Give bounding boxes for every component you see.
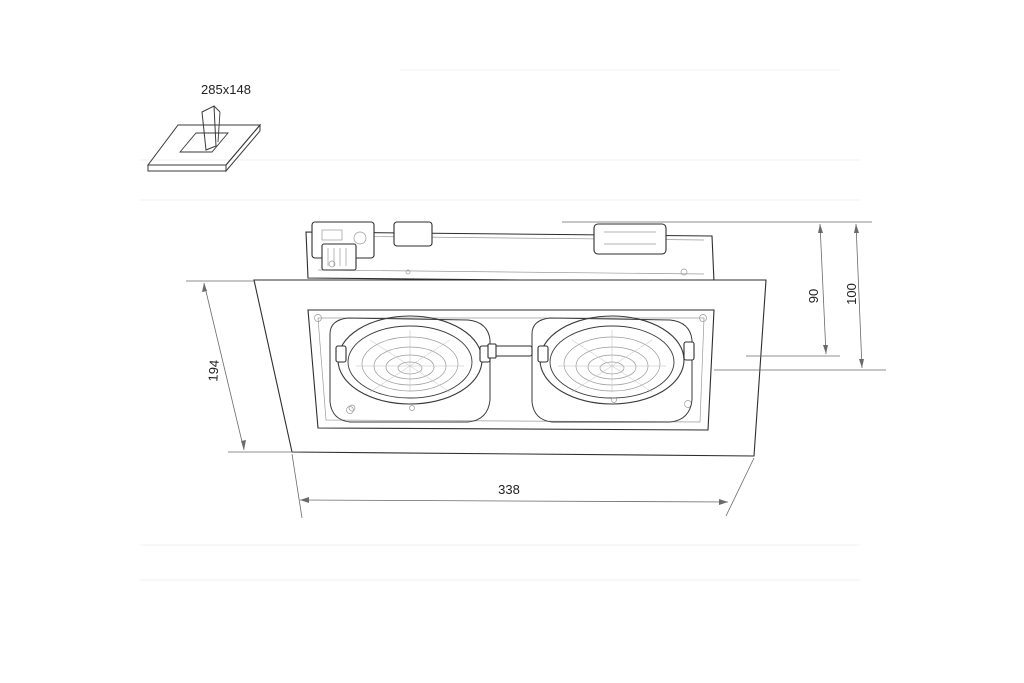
dimension-height [186,280,292,453]
dimension-depth [562,221,886,371]
dimension-height-label: 194 [205,359,221,382]
cutout-label: 285x148 [201,82,251,97]
dimension-depth-total-label: 100 [844,283,859,305]
lamp-right [531,315,695,423]
cutout-icon [147,105,262,173]
lamp-left [329,315,491,423]
background-guides [140,69,860,581]
dimension-depth-inner-label: 90 [806,289,821,303]
luminaire-body [253,221,767,457]
dimension-width [291,453,755,519]
terminal-block [321,243,357,271]
dimension-width-label: 338 [498,482,520,497]
